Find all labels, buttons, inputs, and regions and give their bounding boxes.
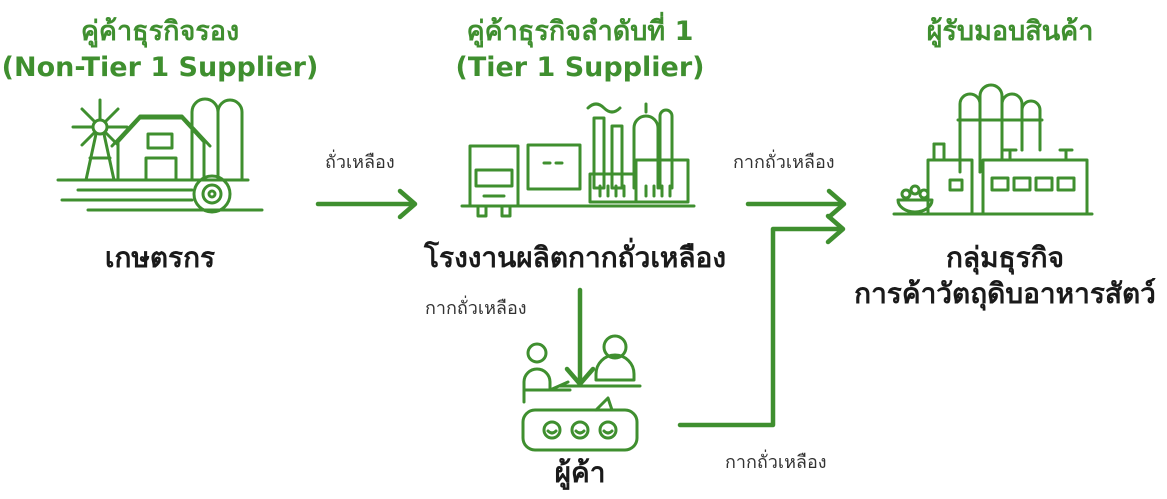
- trader-label: ผู้ค้า: [554, 456, 606, 489]
- arrow-factory-to-trader: [564, 287, 596, 387]
- non-tier1-header-english: (Non-Tier 1 Supplier): [1, 52, 319, 83]
- arrow-trader-to-feed: [677, 213, 846, 428]
- receiver-header: ผู้รับมอบสินค้า: [926, 16, 1094, 47]
- tier1-header-thai: คู่ค้าธุรกิจลำดับที่ 1: [466, 16, 694, 47]
- factory-label: โรงงานผลิตกากถั่วเหลือง: [423, 241, 726, 274]
- feed-group-label-line2: การค้าวัตถุดิบอาหารสัตว์: [854, 277, 1156, 310]
- farmer-label: เกษตรกร: [104, 241, 216, 274]
- edge-label-trader-to-feed: กากถั่วเหลือง: [725, 452, 827, 473]
- non-tier1-header-thai: คู่ค้าธุรกิจรอง: [80, 16, 240, 47]
- feed-group-label: กลุ่มธุรกิจ การค้าวัตถุดิบอาหารสัตว์: [850, 240, 1160, 312]
- feed-group-label-line1: กลุ่มธุรกิจ: [945, 241, 1065, 274]
- non-tier1-header: คู่ค้าธุรกิจรอง (Non-Tier 1 Supplier): [0, 14, 320, 86]
- arrow-farmer-to-factory: [315, 188, 418, 220]
- edge-label-farmer-to-factory: ถั่วเหลือง: [325, 152, 395, 173]
- edge-label-factory-to-trader: กากถั่วเหลือง: [425, 298, 527, 319]
- edge-label-factory-to-feed: กากถั่วเหลือง: [733, 152, 835, 173]
- tier1-header-english: (Tier 1 Supplier): [455, 52, 705, 83]
- tier1-header: คู่ค้าธุรกิจลำดับที่ 1 (Tier 1 Supplier): [430, 14, 730, 86]
- arrow-factory-to-feed: [745, 188, 847, 220]
